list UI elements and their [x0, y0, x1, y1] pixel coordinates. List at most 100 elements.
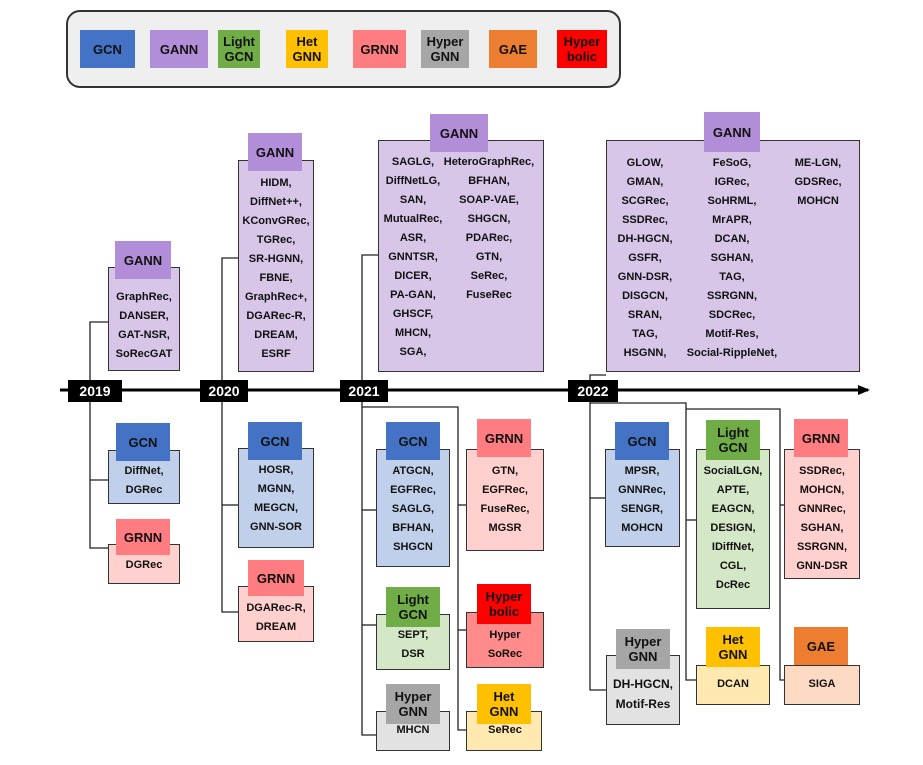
g2020-gann-tag: GANN — [248, 133, 302, 171]
connector-2022-down — [589, 390, 606, 691]
model-name: SIGA — [808, 678, 836, 690]
model-name: TGRec, — [256, 234, 296, 246]
model-name: IDiffNet, — [711, 541, 755, 553]
model-name: SSRGNN, — [706, 290, 758, 302]
model-name: DSR — [401, 648, 425, 660]
model-name: DESIGN, — [710, 522, 756, 534]
connector-2022-branch-a — [590, 402, 696, 681]
model-name: Hyper — [489, 629, 521, 641]
model-name: MutualRec, — [383, 213, 443, 225]
g2022-hypergnn-tag: Hyper GNN — [616, 629, 670, 669]
model-name: GNN-DSR, — [617, 271, 673, 283]
model-name: SeRec — [488, 724, 522, 736]
g2019-grnn-tag: GRNN — [116, 519, 170, 555]
model-name: GTN, — [475, 251, 503, 263]
connector-2020-down — [221, 390, 238, 613]
g2022-gae-box — [784, 665, 860, 705]
model-name: SR-HGNN, — [248, 253, 304, 265]
model-name: SCGRec, — [621, 195, 669, 207]
g2021-hypergnn-tag: Hyper GNN — [386, 684, 440, 724]
g2022-grnn-column-1: SSDRec,MOHCN,GNNRec,SGHAN,SSRGNN,GNN-DSR — [762, 462, 882, 576]
model-name: SGA, — [399, 346, 427, 358]
model-name: Motif-Res, — [705, 328, 759, 340]
connector-2021-gann — [361, 254, 378, 390]
model-name: PDARec, — [465, 232, 513, 244]
g2020-gcn-box — [238, 448, 314, 548]
model-name: DiffNetLG, — [385, 175, 441, 187]
g2021-gann-column-1: SAGLG,DiffNetLG,SAN,MutualRec,ASR,GNNTSR… — [353, 153, 473, 362]
legend-gae: GAE — [489, 30, 537, 68]
model-name: IGRec, — [714, 176, 750, 188]
model-name: MOHCN — [797, 195, 839, 207]
model-name: GraphRec+, — [244, 291, 308, 303]
g2020-grnn-tag: GRNN — [248, 560, 304, 596]
model-name: SeRec, — [470, 270, 508, 282]
g2019-grnn-column-1: DGRec — [84, 556, 204, 575]
model-name: DGARec-R, — [246, 310, 306, 322]
model-name: DiffNet++, — [250, 196, 302, 208]
model-name: Social-RippleNet, — [686, 347, 778, 359]
model-name: TAG, — [719, 271, 745, 283]
g2021-grnn-box — [466, 449, 544, 551]
g2019-gann-tag: GANN — [115, 241, 171, 279]
model-name: MEGCN, — [254, 502, 298, 514]
g2019-gann-box — [108, 267, 180, 371]
g2020-gcn-tag: GCN — [248, 422, 302, 460]
model-name: EGFRec, — [390, 484, 436, 496]
g2022-lightgcn-tag: Light GCN — [706, 420, 760, 460]
model-name: MGSR — [488, 522, 522, 534]
model-name: DCAN — [717, 678, 749, 690]
g2022-hetgnn-box — [696, 665, 770, 705]
year-label-2019: 2019 — [68, 380, 122, 402]
g2021-hypergnn-column-1: MHCN — [353, 721, 473, 740]
connector-2021-down — [361, 390, 376, 736]
g2022-gann-tag: GANN — [704, 112, 760, 152]
model-name: DiffNet, — [124, 465, 164, 477]
model-name: DREAM, — [254, 329, 298, 341]
g2021-lightgcn-column-1: SEPT,DSR — [353, 626, 473, 664]
g2021-hetgnn-column-1: SeRec — [445, 721, 565, 740]
model-name: MHCN — [396, 724, 430, 736]
model-name: SENGR, — [620, 503, 664, 515]
g2022-hypergnn-column-1: DH-HGCN,Motif-Res — [583, 674, 703, 714]
year-label-2021: 2021 — [340, 380, 388, 402]
legend-hyperbolic: Hyper bolic — [557, 30, 607, 68]
model-name: SoRecGAT — [115, 348, 173, 360]
model-name: BFHAN, — [392, 522, 434, 534]
connector-2019-gann — [89, 321, 108, 390]
model-name: FBNE, — [259, 272, 293, 284]
model-name: DISGCN, — [622, 290, 668, 302]
model-name: GDSRec, — [794, 176, 842, 188]
model-name: HeteroGraphRec, — [443, 156, 535, 168]
model-name: FuseRec — [466, 289, 512, 301]
model-name: GNNRec, — [798, 503, 846, 515]
model-name: EGFRec, — [482, 484, 528, 496]
g2022-hetgnn-tag: Het GNN — [706, 627, 760, 667]
g2021-gcn-column-1: ATGCN,EGFRec,SAGLG,BFHAN,SHGCN — [353, 462, 473, 557]
legend-hetgnn: Het GNN — [286, 30, 328, 68]
model-name: DGRec — [125, 484, 163, 496]
model-name: GTN, — [491, 465, 519, 477]
g2020-gann-box — [238, 160, 314, 372]
g2021-gcn-box — [376, 449, 450, 567]
model-name: DH-HGCN, — [613, 677, 673, 691]
model-name: FuseRec, — [480, 503, 530, 515]
model-name: SOAP-VAE, — [459, 194, 519, 206]
g2022-lightgcn-box — [696, 449, 770, 609]
connector-2021-branch — [362, 406, 466, 731]
model-name: SAN, — [399, 194, 427, 206]
g2022-hetgnn-column-1: DCAN — [673, 675, 793, 694]
year-label-2020: 2020 — [200, 380, 248, 402]
model-name: SDCRec, — [708, 309, 756, 321]
g2022-gann-column-1: GLOW,GMAN,SCGRec,SSDRec,DH-HGCN,GSFR,GNN… — [585, 154, 705, 363]
model-name: DREAM — [255, 621, 297, 633]
model-name: DICER, — [394, 270, 432, 282]
g2022-gann-column-2: FeSoG,IGRec,SoHRML,MrAPR,DCAN,SGHAN,TAG,… — [672, 154, 792, 363]
g2019-gann-column-1: GraphRec,DANSER,GAT-NSR,SoRecGAT — [84, 288, 204, 364]
model-name: GMAN, — [626, 176, 664, 188]
g2022-grnn-tag: GRNN — [794, 419, 848, 457]
g2020-gcn-column-1: HOSR,MGNN,MEGCN,GNN-SOR — [216, 461, 336, 537]
g2021-lightgcn-tag: Light GCN — [386, 587, 440, 627]
model-name: SAGLG, — [391, 503, 435, 515]
connector-2019-down — [89, 390, 108, 549]
